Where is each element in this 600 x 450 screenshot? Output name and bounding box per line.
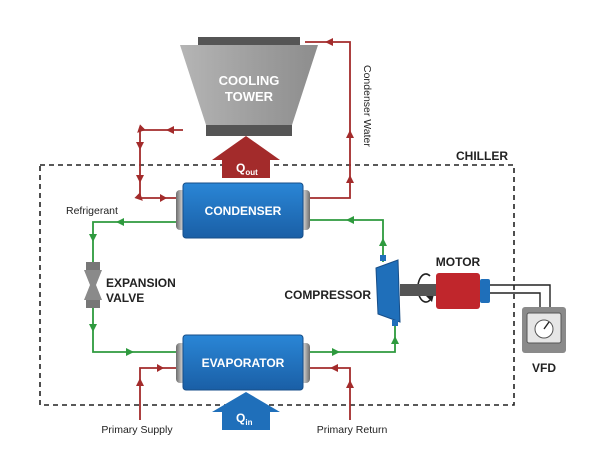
q-out-symbol: Q [236,161,245,175]
vfd: VFD [522,307,566,375]
refrigerant-flow-arrows [89,216,399,356]
svg-text:Qin: Qin [236,411,253,427]
compressor: COMPRESSOR [284,255,434,326]
compressor-shaft [400,284,436,296]
expansion-valve: EXPANSION VALVE [84,262,176,308]
primary-flow-arrows [136,364,354,388]
condenser: CONDENSER [176,182,310,239]
vfd-wiring [490,284,551,310]
vfd-label: VFD [532,361,556,375]
evaporator-label: EVAPORATOR [202,356,285,370]
chiller-label: CHILLER [456,149,508,163]
condenser-water-label: Condenser Water [361,65,373,147]
condenser-label: CONDENSER [205,204,282,218]
water-flow-arrows [136,38,354,202]
q-in-symbol: Q [236,411,245,425]
expansion-label-1: EXPANSION [106,276,176,290]
motor: MOTOR [436,255,490,309]
motor-label: MOTOR [436,255,481,269]
cooling-tower: COOLING TOWER [180,37,318,136]
evaporator: EVAPORATOR [176,334,310,391]
q-in-subscript: in [245,418,252,427]
refrigerant-label: Refrigerant [66,205,118,217]
svg-text:Qout: Qout [236,161,258,177]
compressor-label: COMPRESSOR [284,288,371,302]
primary-return-label: Primary Return [317,424,388,436]
q-in-arrow: Qin [212,392,280,430]
expansion-label-2: VALVE [106,291,144,305]
cooling-tower-label-1: COOLING [219,73,280,88]
q-out-subscript: out [245,168,258,177]
primary-supply-label: Primary Supply [101,424,173,436]
q-out-arrow: Qout [212,136,280,178]
cooling-tower-label-2: TOWER [225,89,274,104]
